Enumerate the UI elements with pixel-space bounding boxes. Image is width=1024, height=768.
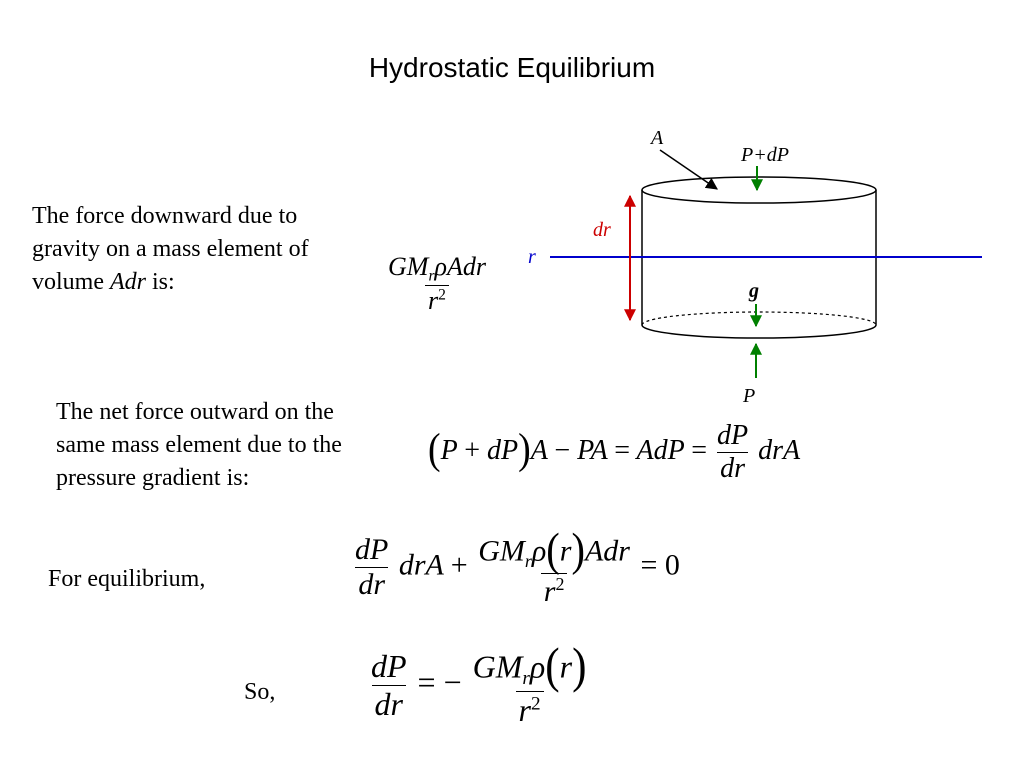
- gravity-force-text-line-2: gravity on a mass element of: [32, 236, 309, 262]
- gravity-force-text-line-3: volume Adr is:: [32, 269, 175, 295]
- r-label: r: [528, 246, 536, 268]
- pressure-force-text: The net force outward on the same mass e…: [56, 396, 406, 495]
- pressure-force-text-line-2: same mass element due to the: [56, 432, 342, 458]
- A-pointer-arrow: [659, 149, 718, 190]
- P-label: P: [742, 385, 755, 407]
- equilibrium-label: For equilibrium,: [48, 566, 206, 592]
- P-plus-dP-label: P+dP: [740, 144, 789, 166]
- page-title: Hydrostatic Equilibrium: [368, 52, 656, 83]
- gravity-force-text: The force downward due to gravity on a m…: [32, 200, 392, 299]
- cylinder-bottom-front: [641, 324, 877, 339]
- gravity-force-text-line-1: The force downward due to: [32, 203, 298, 229]
- pressure-force-text-line-3: pressure gradient is:: [56, 465, 250, 491]
- cylinder-bottom-back: [641, 311, 877, 326]
- g-label: g: [748, 280, 759, 302]
- gravity-force-equation: GMrρAdr r2: [388, 252, 486, 316]
- cylinder-diagram: r dr A P+dP g P: [528, 127, 982, 407]
- pressure-force-text-line-1: The net force outward on the: [56, 399, 334, 425]
- dr-label: dr: [593, 219, 611, 241]
- cylinder-top-face: [641, 176, 877, 204]
- A-label: A: [649, 127, 664, 149]
- so-label: So,: [244, 679, 276, 705]
